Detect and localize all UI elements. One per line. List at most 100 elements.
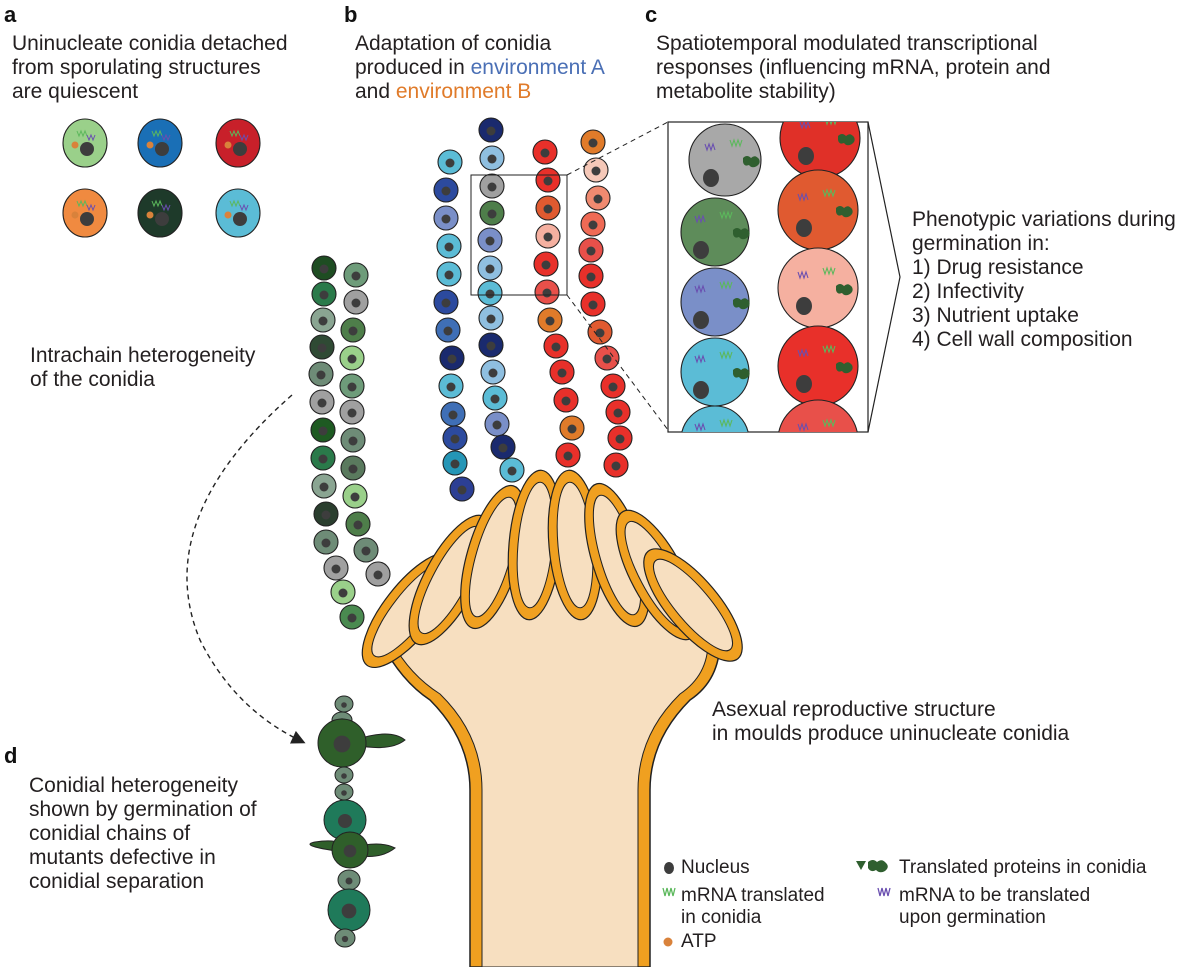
panel-letter-d: d (4, 743, 18, 768)
zoomed-conidium (777, 247, 859, 329)
conidium (535, 195, 561, 221)
zoomed-conidium (777, 325, 859, 407)
conidium (309, 389, 335, 415)
nucleus (347, 382, 357, 392)
mrna (161, 203, 171, 212)
conidium (543, 333, 569, 359)
conidium (436, 233, 462, 259)
mrna (229, 129, 241, 138)
conidium (587, 319, 613, 345)
mrna (719, 350, 733, 360)
panel-letter-b: b (344, 2, 358, 27)
conidium (580, 291, 606, 317)
mrna (822, 418, 836, 428)
conidium (580, 129, 606, 155)
conidium (603, 452, 629, 478)
atp-icon (663, 937, 673, 947)
mrna (694, 284, 706, 294)
mrna (719, 280, 733, 290)
conidium (480, 359, 506, 385)
nucleus (445, 158, 455, 168)
conidium (553, 387, 579, 413)
mrna (694, 354, 706, 364)
nucleus (507, 466, 517, 476)
conidium-body (681, 405, 749, 432)
atp (71, 141, 79, 149)
nucleus (341, 773, 347, 779)
conidium (433, 289, 459, 315)
conidium (345, 511, 371, 537)
germinating-conidium (317, 718, 367, 768)
conidium (484, 411, 510, 437)
environment-b-label: environment B (395, 80, 532, 103)
conidium (311, 281, 337, 307)
protein (733, 368, 750, 380)
nucleus (373, 570, 383, 580)
mrna (729, 138, 743, 148)
panel-d-line: shown by germination of (29, 798, 257, 821)
nucleus-icon (664, 862, 674, 874)
panel-a-line: from sporulating structures (12, 56, 261, 79)
atp (224, 211, 232, 219)
nucleus (348, 436, 358, 446)
environment-a-label: environment A (470, 56, 605, 79)
nucleus (80, 142, 94, 156)
nucleus (347, 354, 357, 364)
nucleus (593, 194, 603, 204)
panel-letter-c: c (645, 2, 658, 27)
nucleus (447, 354, 457, 364)
nucleus (602, 354, 612, 364)
asexual-line: in moulds produce uninucleate conidia (712, 722, 1070, 745)
nucleus (586, 272, 596, 282)
panel-letter-a: a (4, 2, 17, 27)
zoom-cell-group (680, 122, 861, 467)
nucleus (233, 142, 247, 156)
nucleus (347, 408, 357, 418)
conidium (580, 211, 606, 237)
conidium (433, 205, 459, 231)
germ-tube (354, 733, 406, 749)
panel-d-caption: Conidial heterogeneity shown by germinat… (29, 774, 257, 894)
conidium (435, 317, 461, 343)
atp (146, 211, 154, 219)
nucleus (796, 375, 812, 393)
conidium (583, 157, 609, 183)
nucleus (588, 300, 598, 310)
nucleus (444, 270, 454, 280)
legend-mrna-to-translate: mRNA to be translated upon germination (899, 885, 1090, 929)
nucleus (318, 316, 328, 326)
nucleus (487, 182, 497, 192)
legend-mrna-translated: mRNA translated in conidia (681, 885, 825, 929)
conidium (313, 529, 339, 555)
legend-nucleus: Nucleus (681, 857, 750, 878)
nucleus (693, 449, 709, 467)
nucleus (545, 316, 555, 326)
protein (743, 156, 760, 168)
protein (836, 206, 853, 218)
quiescent-conidium (215, 118, 261, 168)
mrna-to-translate-icon (877, 887, 891, 897)
nucleus (490, 394, 500, 404)
mrna (799, 122, 811, 130)
nucleus (317, 343, 327, 353)
mrna (86, 203, 96, 212)
nucleus (450, 459, 460, 469)
mrna (151, 199, 163, 208)
nucleus (443, 326, 453, 336)
asexual-structure-label: Asexual reproductive structure in moulds… (712, 698, 1069, 746)
atp (71, 211, 79, 219)
nucleus (543, 176, 553, 186)
panel-d-line: conidial separation (29, 870, 205, 893)
nucleus (155, 212, 169, 226)
nucleus (588, 138, 598, 148)
nucleus (567, 424, 577, 434)
intrachain-line: Intrachain heterogeneity (30, 344, 256, 367)
conidium (437, 149, 463, 175)
nucleus (319, 482, 329, 492)
conidium (313, 501, 339, 527)
zoomed-conidium (688, 123, 762, 197)
intrachain-line: of the conidia (30, 368, 155, 391)
conidium (436, 261, 462, 287)
panel-c-line: Spatiotemporal modulated transcriptional (656, 32, 1038, 55)
conidium (308, 361, 334, 387)
